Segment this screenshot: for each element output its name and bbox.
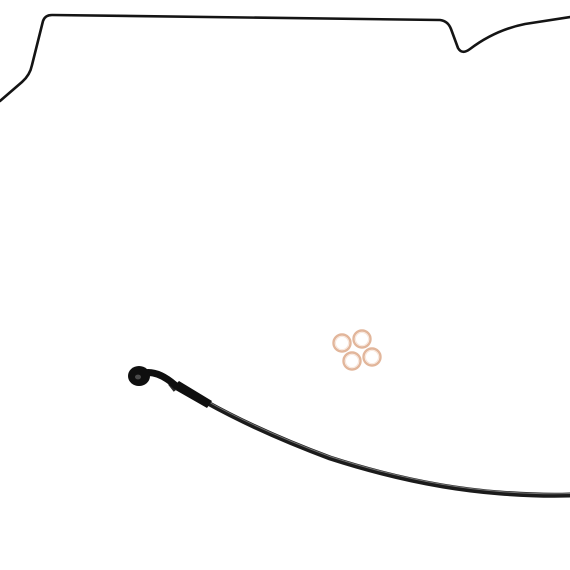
banjo-hole: [135, 374, 141, 380]
washer-inner: [365, 350, 379, 364]
brake-hose: [128, 366, 570, 498]
washer-inner: [345, 354, 359, 368]
washer-inner: [335, 336, 349, 350]
washer: [362, 347, 382, 367]
hose-body: [203, 399, 570, 498]
brake-line: [0, 13, 570, 103]
hose-ferrule: [172, 381, 212, 408]
hose-highlight: [205, 400, 570, 495]
washer-inner: [355, 332, 369, 346]
washer: [342, 351, 362, 371]
washer: [332, 333, 352, 353]
washer: [352, 329, 372, 349]
crush-washers: [332, 329, 382, 371]
